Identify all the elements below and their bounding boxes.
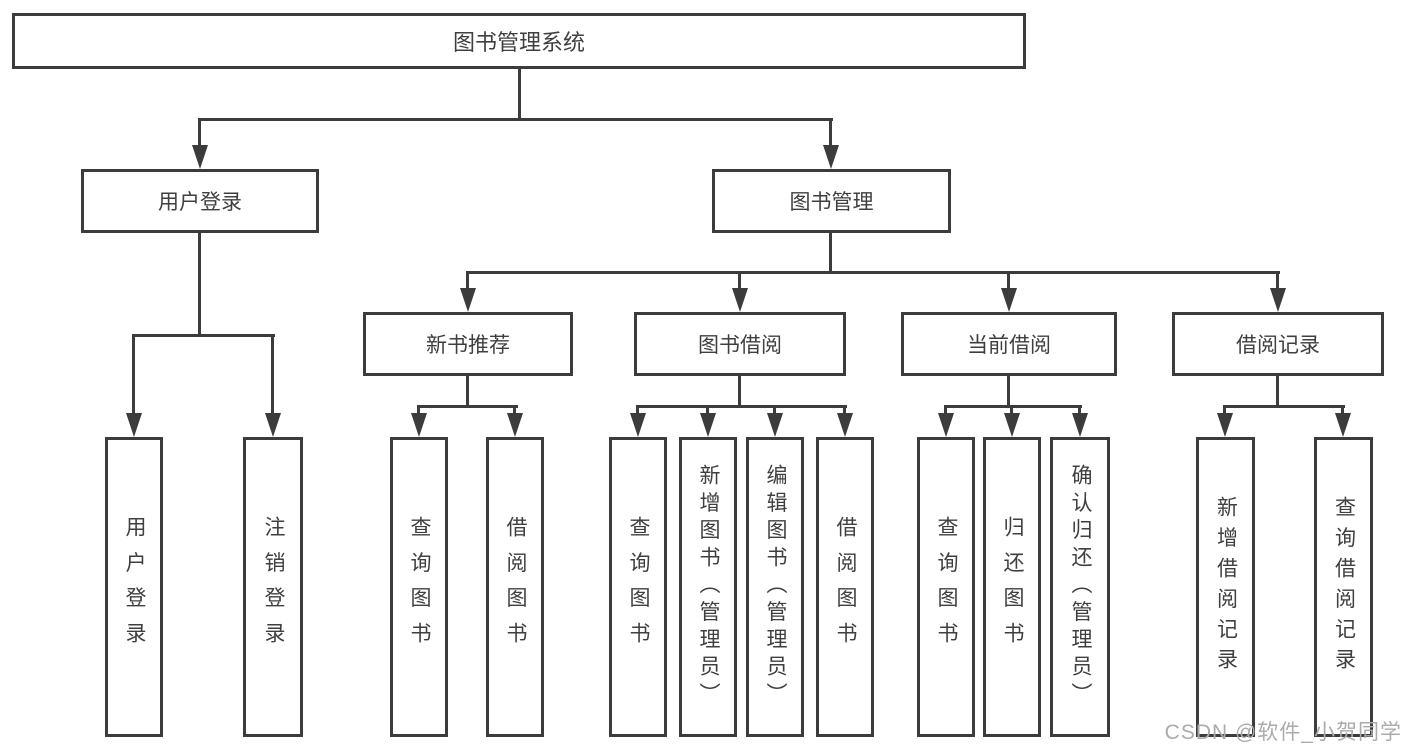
connector-line <box>271 334 274 415</box>
arrow-down-icon <box>837 413 853 437</box>
connector-line <box>1078 405 1081 417</box>
arrow-down-icon <box>265 413 281 437</box>
arrow-down-icon <box>411 413 427 437</box>
node-root: 图书管理系统 <box>12 13 1026 69</box>
connector-line <box>829 232 832 274</box>
leaf-query-books-borrowing-label: 查询图书 <box>627 516 650 658</box>
connector-line <box>843 405 846 417</box>
arrow-down-icon <box>1270 288 1286 312</box>
leaf-add-book-admin: 新增图书（管理员） <box>679 437 737 737</box>
leaf-user-login: 用户登录 <box>105 437 163 737</box>
connector-line <box>466 271 1280 274</box>
arrow-down-icon <box>192 145 208 169</box>
connector-line <box>198 118 201 147</box>
arrow-down-icon <box>1217 413 1233 437</box>
arrow-down-icon <box>460 288 476 312</box>
arrow-down-icon <box>700 413 716 437</box>
connector-line <box>132 334 135 415</box>
leaf-borrow-books-recommend: 借阅图书 <box>486 437 544 737</box>
leaf-return-books: 归还图书 <box>983 437 1041 737</box>
node-borrowing-records: 借阅记录 <box>1172 312 1384 376</box>
leaf-query-borrow-record: 查询借阅记录 <box>1314 437 1373 737</box>
connector-line <box>1223 405 1345 408</box>
node-current-borrowing: 当前借阅 <box>901 312 1117 376</box>
node-book-management: 图书管理 <box>712 169 951 233</box>
leaf-logout-label: 注销登录 <box>262 516 285 658</box>
leaf-return-books-label: 归还图书 <box>1001 516 1024 658</box>
node-book-borrowing-label: 图书借阅 <box>698 334 782 357</box>
connector-line <box>417 405 518 408</box>
leaf-query-borrow-record-label: 查询借阅记录 <box>1332 495 1356 679</box>
node-book-management-label: 图书管理 <box>789 191 874 214</box>
node-current-borrowing-label: 当前借阅 <box>967 334 1051 357</box>
node-borrowing-records-label: 借阅记录 <box>1236 334 1320 357</box>
connector-line <box>706 405 709 417</box>
leaf-logout: 注销登录 <box>243 437 303 737</box>
leaf-query-books-current-label: 查询图书 <box>935 516 958 658</box>
node-new-book-recommend-label: 新书推荐 <box>426 334 510 357</box>
node-root-label: 图书管理系统 <box>452 30 585 55</box>
connector-line <box>636 405 847 408</box>
node-user-login-label: 用户登录 <box>158 191 242 214</box>
connector-line <box>466 271 469 291</box>
arrow-down-icon <box>1335 413 1351 437</box>
arrow-down-icon <box>1072 413 1088 437</box>
connector-line <box>1276 271 1279 291</box>
leaf-add-borrow-record: 新增借阅记录 <box>1196 437 1255 737</box>
connector-line <box>199 118 833 121</box>
node-book-borrowing: 图书借阅 <box>634 312 846 376</box>
node-user-login: 用户登录 <box>81 169 319 233</box>
connector-line <box>1276 375 1279 407</box>
leaf-borrow-books-recommend-label: 借阅图书 <box>504 516 527 658</box>
arrow-down-icon <box>938 413 954 437</box>
node-new-book-recommend: 新书推荐 <box>363 312 573 376</box>
arrow-down-icon <box>767 413 783 437</box>
connector-line <box>738 375 741 407</box>
connector-line <box>1223 405 1226 417</box>
leaf-confirm-return-admin-label: 确认归还（管理员） <box>1069 464 1092 710</box>
connector-line <box>513 405 516 417</box>
connector-line <box>132 334 275 337</box>
watermark: CSDN @软件_小贺同学 <box>1164 721 1402 744</box>
leaf-edit-book-admin-label: 编辑图书（管理员） <box>764 464 787 710</box>
leaf-add-borrow-record-label: 新增借阅记录 <box>1214 495 1238 679</box>
leaf-user-login-label: 用户登录 <box>123 516 146 658</box>
connector-line <box>1341 405 1344 417</box>
leaf-borrow-books: 借阅图书 <box>816 437 874 737</box>
connector-line <box>1007 271 1010 291</box>
connector-line <box>944 405 947 417</box>
arrow-down-icon <box>630 413 646 437</box>
leaf-query-books-borrowing: 查询图书 <box>609 437 667 737</box>
arrow-down-icon <box>823 145 839 169</box>
connector-line <box>198 232 201 336</box>
arrow-down-icon <box>1004 413 1020 437</box>
leaf-query-books-recommend: 查询图书 <box>390 437 448 737</box>
arrow-down-icon <box>1001 288 1017 312</box>
leaf-edit-book-admin: 编辑图书（管理员） <box>746 437 804 737</box>
connector-line <box>417 405 420 417</box>
leaf-borrow-books-label: 借阅图书 <box>834 516 857 658</box>
connector-line <box>466 375 469 407</box>
connector-line <box>829 118 832 147</box>
leaf-add-book-admin-label: 新增图书（管理员） <box>697 464 720 710</box>
leaf-query-books-recommend-label: 查询图书 <box>408 516 431 658</box>
connector-line <box>1007 375 1010 407</box>
connector-line <box>773 405 776 417</box>
arrow-down-icon <box>126 413 142 437</box>
arrow-down-icon <box>732 288 748 312</box>
connector-line <box>518 68 521 121</box>
connector-line <box>738 271 741 291</box>
connector-line <box>1010 405 1013 417</box>
connector-line <box>636 405 639 417</box>
leaf-confirm-return-admin: 确认归还（管理员） <box>1050 437 1110 737</box>
leaf-query-books-current: 查询图书 <box>917 437 975 737</box>
arrow-down-icon <box>507 413 523 437</box>
connector-line <box>944 405 1082 408</box>
